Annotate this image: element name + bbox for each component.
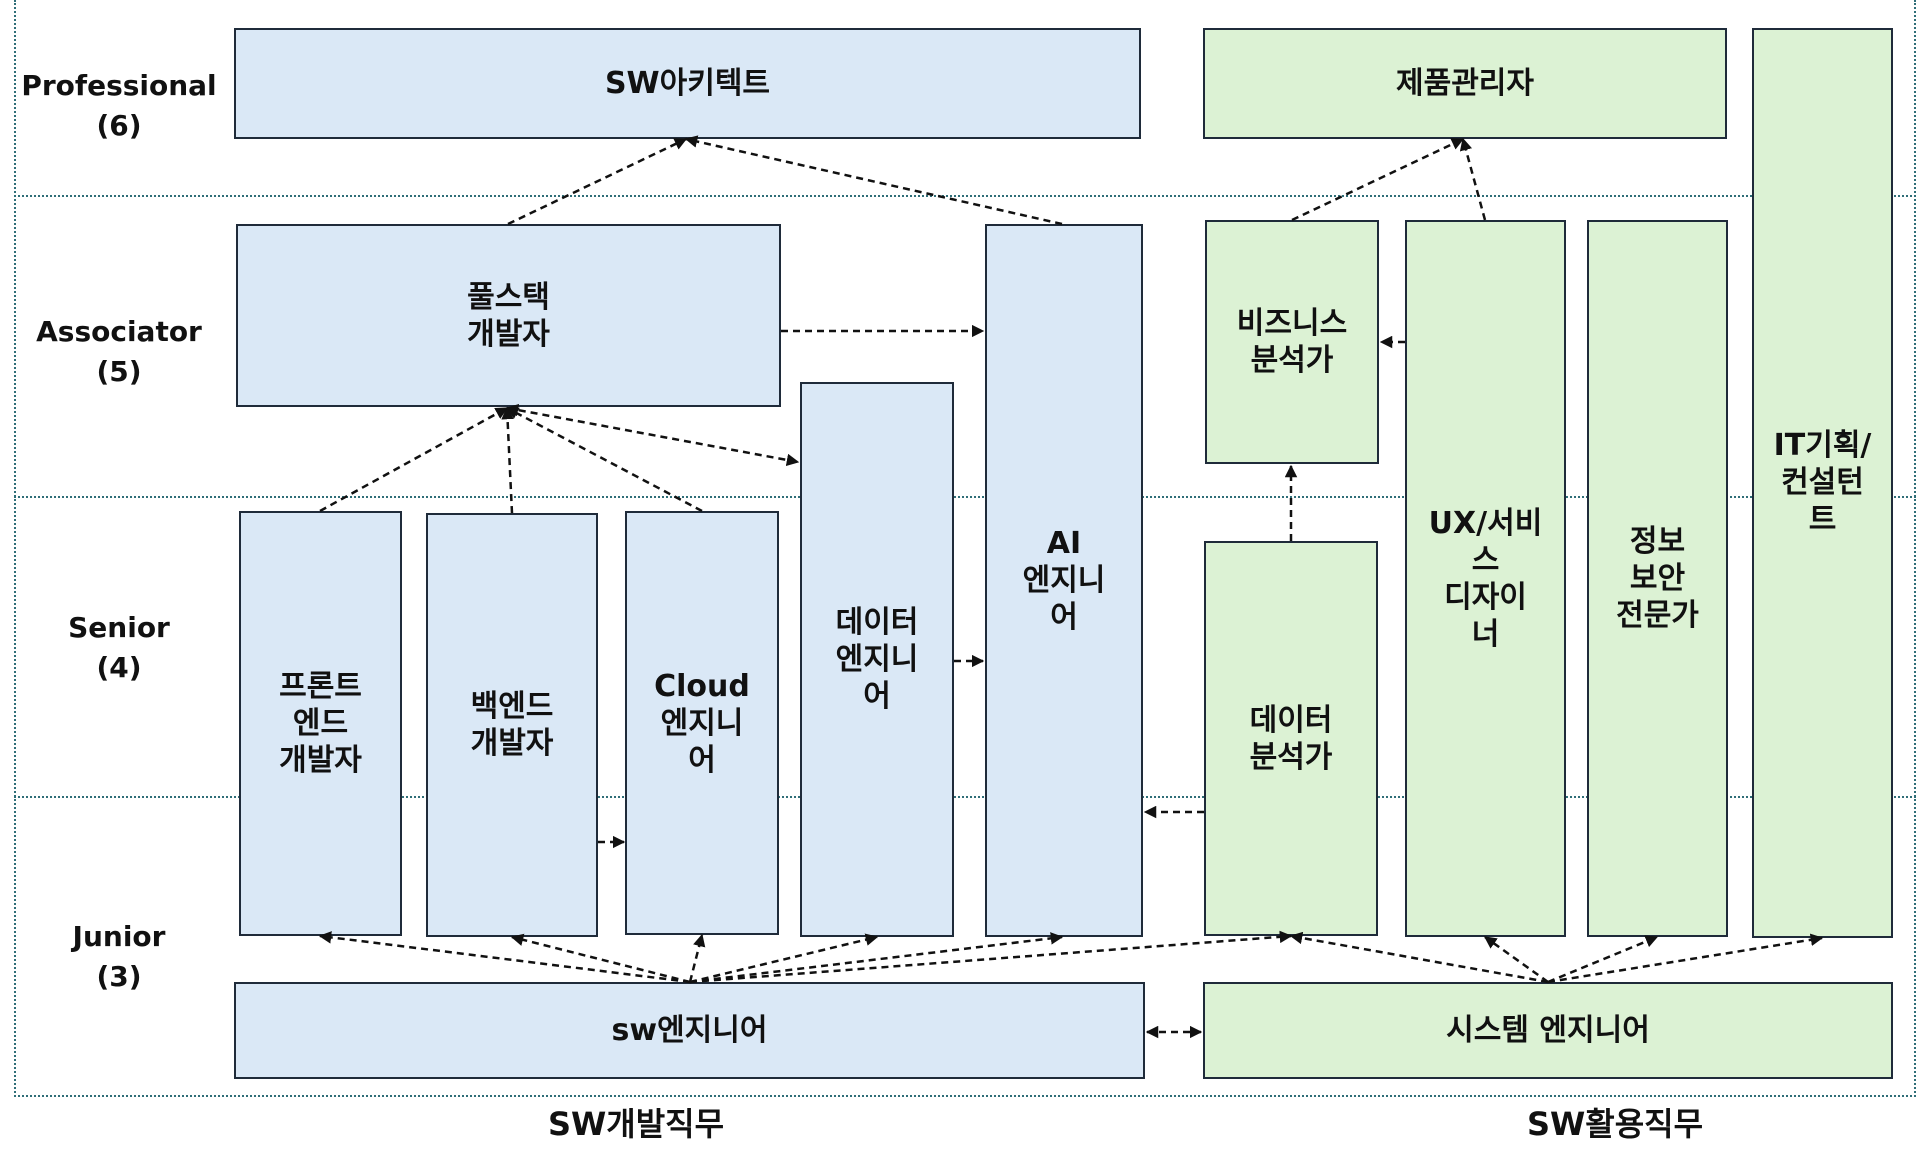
box-ai-engineer: AI 엔지니 어 [985,224,1143,937]
level-divider-associator [14,496,1916,498]
box-sw-engineer: sw엔지니어 [234,982,1145,1079]
box-business-analyst: 비즈니스 분석가 [1205,220,1379,464]
level-label-junior: Junior (3) [72,920,166,993]
level-divider-professional [14,195,1916,197]
box-data-analyst: 데이터 분석가 [1204,541,1378,936]
box-sw-architect: SW아키텍트 [234,28,1141,139]
level-label-associator: Associator (5) [36,315,202,388]
box-security-expert: 정보 보안 전문가 [1587,220,1728,937]
box-fullstack-developer: 풀스택 개발자 [236,224,781,407]
box-it-consultant: IT기획/ 컨설턴 트 [1752,28,1893,938]
level-divider-senior [14,796,1916,798]
box-backend-developer: 백엔드 개발자 [426,513,598,937]
level-label-senior: Senior (4) [68,611,170,684]
diagram-frame [14,0,1916,1097]
level-label-professional: Professional (6) [21,69,217,142]
track-label-sw-application: SW활용직무 [1526,1105,1704,1143]
box-cloud-engineer: Cloud 엔지니 어 [625,511,779,935]
box-system-engineer: 시스템 엔지니어 [1203,982,1893,1079]
box-ux-designer: UX/서비 스 디자이 너 [1405,220,1566,937]
track-label-sw-development: SW개발직무 [547,1105,725,1143]
box-frontend-developer: 프론트 엔드 개발자 [239,511,402,936]
box-data-engineer: 데이터 엔지니 어 [800,382,954,937]
box-product-manager: 제품관리자 [1203,28,1727,139]
